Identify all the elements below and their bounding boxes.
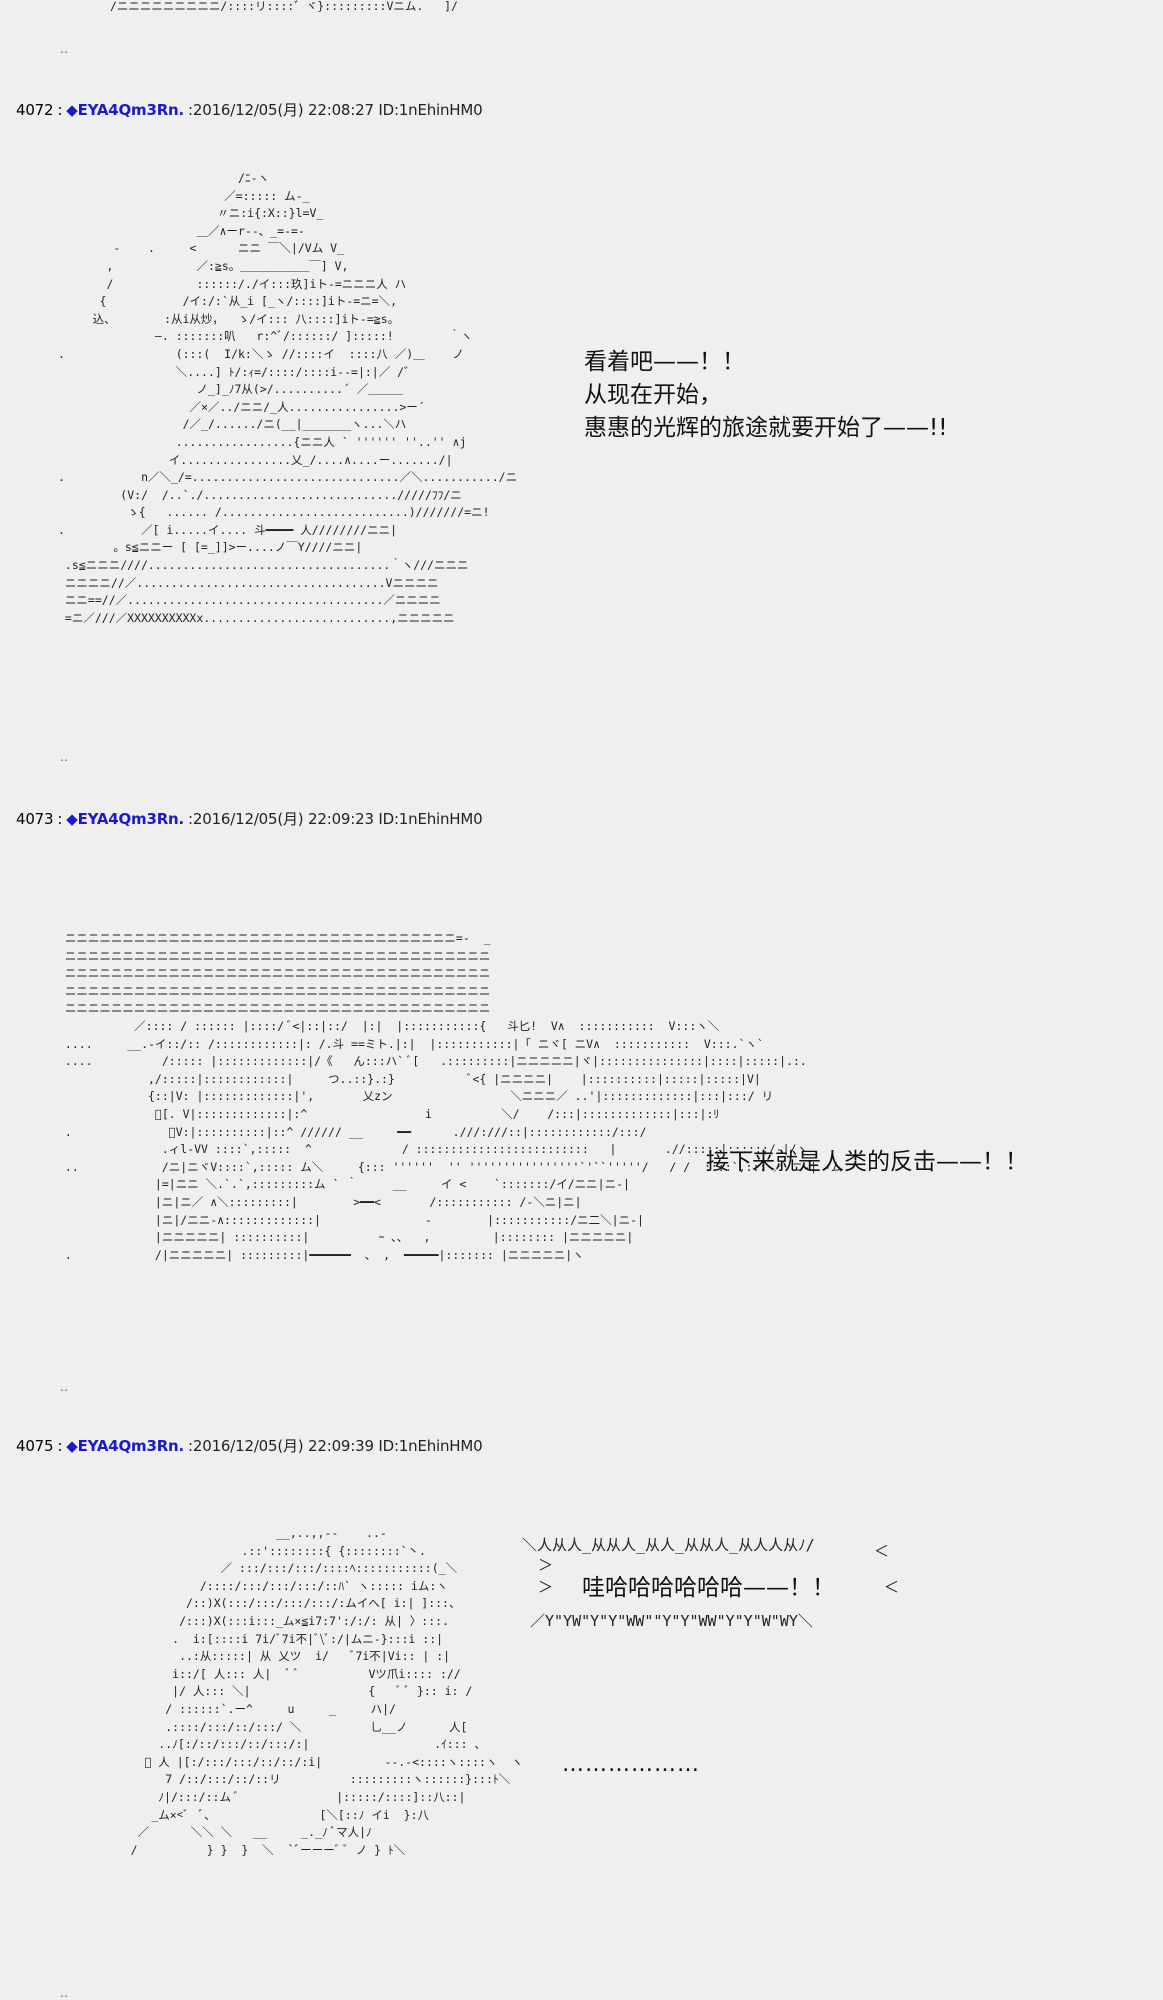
post-separator: : bbox=[57, 101, 63, 119]
separator-dots: ‥ bbox=[60, 42, 70, 56]
separator-dots: ‥ bbox=[60, 1986, 70, 2000]
post-header-4075: 4075:◆EYA4Qm3Rn.:2016/12/05(月) 22:09:39 … bbox=[16, 1437, 483, 1455]
speech-text: 看着吧——！！ 从现在开始， 惠惠的光辉的旅途就要开始了——!! bbox=[584, 349, 948, 441]
post-date-id: :2016/12/05(月) 22:09:39 ID:1nEhinHM0 bbox=[188, 1437, 483, 1455]
ellipsis-text: ……………… bbox=[562, 1752, 700, 1777]
separator-dots: ‥ bbox=[60, 1380, 70, 1394]
shout-bubble-right-2: ＜ bbox=[884, 1578, 900, 1596]
poster-name[interactable]: ◆EYA4Qm3Rn. bbox=[66, 101, 185, 119]
separator-dots: ‥ bbox=[60, 750, 70, 764]
poster-name[interactable]: ◆EYA4Qm3Rn. bbox=[66, 810, 185, 828]
poster-name[interactable]: ◆EYA4Qm3Rn. bbox=[66, 1437, 185, 1455]
shout-bubble-left-1: ＞ bbox=[538, 1556, 554, 1574]
post-number: 4075 bbox=[16, 1437, 54, 1455]
ascii-art-character: ニニニニニニニニニニニニニニニニニニニニニニニニニニニニニニニニニニ=- _ ニ… bbox=[64, 931, 843, 1262]
post-separator: : bbox=[57, 1437, 63, 1455]
ascii-art-character-laughing: __,..,,-- ..- .::'::::::::{ {::::::::`丶.… bbox=[130, 1526, 523, 1857]
shout-bubble-bottom: ／Y"YW"Y"Y"WW""Y"Y"WW"Y"Y"W"WY＼ bbox=[530, 1612, 813, 1630]
shout-bubble-left-2: ＞ bbox=[538, 1578, 554, 1596]
post-header-4073: 4073:◆EYA4Qm3Rn.:2016/12/05(月) 22:09:23 … bbox=[16, 810, 483, 828]
speech-text: 接下来就是人类的反击——！！ bbox=[706, 1149, 1028, 1175]
shout-bubble-top: ＼人从人_从从人_从人_从从人_从人人从ﾉ/ bbox=[522, 1536, 815, 1554]
post-date-id: :2016/12/05(月) 22:09:23 ID:1nEhinHM0 bbox=[188, 810, 483, 828]
shout-text: 哇哈哈哈哈哈哈——！！ bbox=[582, 1575, 835, 1601]
post-header-4072: 4072:◆EYA4Qm3Rn.:2016/12/05(月) 22:08:27 … bbox=[16, 101, 483, 119]
post-date-id: :2016/12/05(月) 22:08:27 ID:1nEhinHM0 bbox=[188, 101, 483, 119]
previous-aa-line: /ニニニニニニニニニ/::::リ::::゛ヾ}:::::::::Vニム. ]/ bbox=[110, 0, 458, 13]
ascii-art-megumin: /ﾆ-ヽ ／=::::: ム-_ 〃ニ:i{:X::}l=V_ ＿／∧ーr--、… bbox=[58, 171, 518, 625]
post-number: 4072 bbox=[16, 101, 54, 119]
post-separator: : bbox=[57, 810, 63, 828]
shout-bubble-right-1: ＜ bbox=[874, 1542, 890, 1560]
post-number: 4073 bbox=[16, 810, 54, 828]
